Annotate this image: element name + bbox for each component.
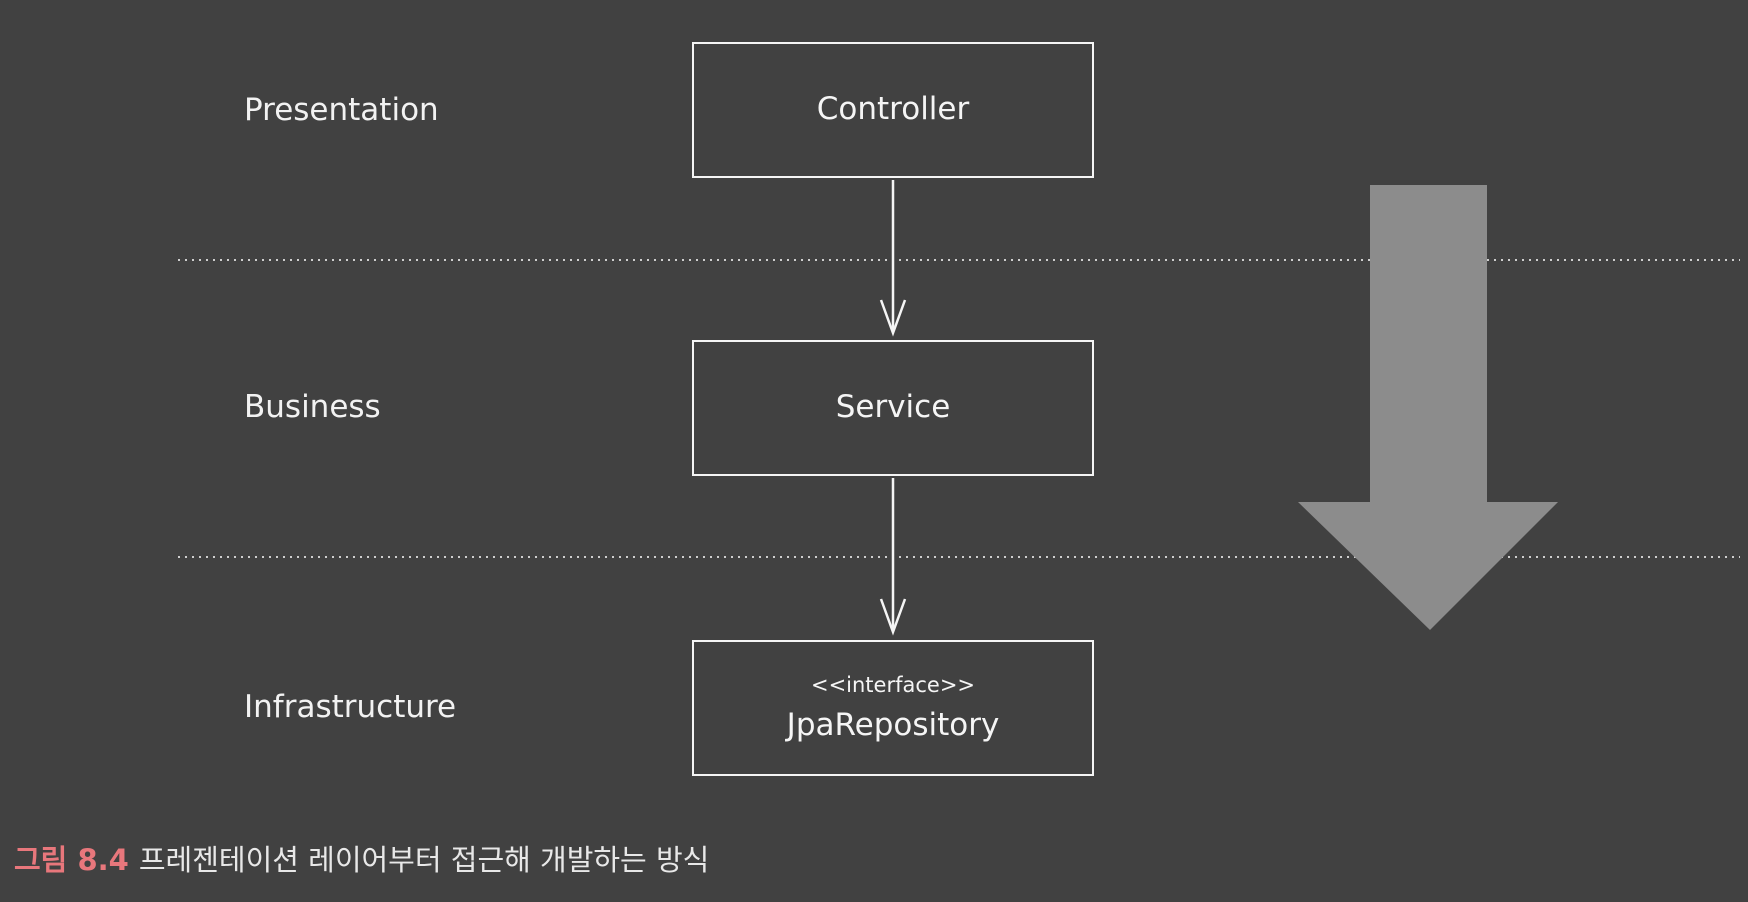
repository-stereotype-label: <<interface>> [810,672,976,697]
controller-box: Controller [692,42,1094,178]
controller-box-label: Controller [816,91,970,128]
repository-box: <<interface>> JpaRepository [692,640,1094,776]
big-down-arrow-icon [1298,185,1558,630]
layer-label-infrastructure: Infrastructure [244,689,457,725]
arrowhead-controller-service-icon [879,299,907,337]
service-box: Service [692,340,1094,476]
layer-label-presentation: Presentation [244,92,439,128]
layer-label-business: Business [244,389,381,425]
figure-number: 그림 8.4 [14,843,129,877]
figure-caption-text: 프레젠테이션 레이어부터 접근해 개발하는 방식 [138,843,710,877]
service-box-label: Service [835,389,951,426]
figure-caption: 그림 8.4 프레젠테이션 레이어부터 접근해 개발하는 방식 [14,846,709,875]
arrowhead-service-repository-icon [879,598,907,636]
repository-box-label: JpaRepository [786,706,1000,743]
